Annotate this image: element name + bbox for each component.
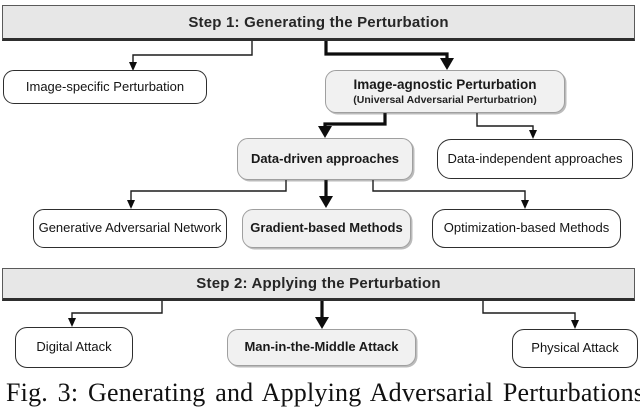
- node-label: Image-agnostic Perturbation: [353, 77, 537, 93]
- arrow-agnostic-to-data-driven: [318, 113, 387, 138]
- node-label: Optimization-based Methods: [443, 220, 610, 236]
- node-digital-attack: Digital Attack: [15, 327, 133, 368]
- node-image-agnostic-perturbation: Image-agnostic Perturbation (Universal A…: [325, 70, 565, 113]
- node-label: Data-driven approaches: [250, 150, 400, 166]
- arrow-step1-to-image-agnostic: [324, 41, 454, 70]
- node-optimization-based-methods: Optimization-based Methods: [432, 209, 621, 248]
- node-data-driven-approaches: Data-driven approaches: [237, 138, 413, 180]
- step2-title: Step 2: Applying the Perturbation: [196, 275, 441, 292]
- arrow-data-driven-to-gan: [127, 180, 287, 209]
- step1-header-bar: Step 1: Generating the Perturbation: [2, 5, 635, 41]
- node-label: Data-independent approaches: [447, 150, 623, 166]
- node-label: Generative Adversarial Network: [38, 220, 222, 236]
- node-label: Digital Attack: [36, 339, 112, 355]
- node-gradient-based-methods: Gradient-based Methods: [242, 209, 411, 248]
- node-image-specific-perturbation: Image-specific Perturbation: [3, 70, 207, 104]
- node-data-independent-approaches: Data-independent approaches: [437, 139, 633, 179]
- node-label: Image-specific Perturbation: [25, 78, 185, 94]
- node-generative-adversarial-network: Generative Adversarial Network: [33, 209, 227, 248]
- step1-title: Step 1: Generating the Perturbation: [188, 13, 449, 31]
- step2-header-bar: Step 2: Applying the Perturbation: [2, 268, 635, 301]
- node-physical-attack: Physical Attack: [512, 329, 638, 368]
- node-man-in-the-middle-attack: Man-in-the-Middle Attack: [227, 329, 416, 366]
- arrow-data-driven-to-gradient: [319, 180, 333, 208]
- arrow-step1-to-image-specific: [129, 41, 253, 71]
- arrow-data-driven-to-optimization: [372, 180, 529, 209]
- arrow-step2-to-mitm: [315, 301, 329, 329]
- node-sublabel: (Universal Adversarial Perturbatrion): [353, 93, 537, 106]
- node-label: Man-in-the-Middle Attack: [244, 339, 399, 355]
- figure-caption: Fig. 3: Generating and Applying Adversar…: [6, 378, 640, 407]
- node-label: Physical Attack: [531, 340, 619, 356]
- arrow-step2-to-physical: [482, 301, 579, 329]
- arrow-agnostic-to-data-independent: [476, 113, 537, 139]
- arrow-step2-to-digital: [68, 301, 163, 327]
- node-label: Gradient-based Methods: [250, 220, 403, 236]
